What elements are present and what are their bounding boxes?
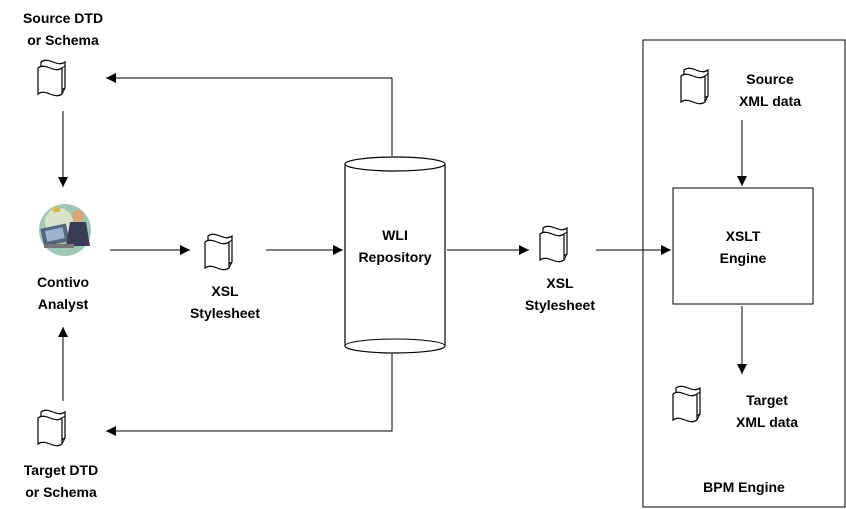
- contivo-analyst-label: Contivo Analyst: [36, 274, 90, 312]
- xslt-engine-label: XSLT Engine: [719, 228, 767, 266]
- bpm-engine-box: [642, 39, 846, 508]
- arrow-repository-to-source-dtd: [106, 73, 393, 156]
- source-xml-label: Source XML data: [739, 71, 801, 109]
- contivo-analyst-icon: [39, 204, 91, 256]
- repository-label: WLI Repository: [358, 227, 432, 265]
- target-dtd-label: Target DTD or Schema: [23, 462, 99, 500]
- wli-repository-cylinder: [344, 156, 446, 354]
- target-xml-label: Target XML data: [736, 392, 798, 430]
- target-dtd-document-icon: [37, 409, 66, 447]
- xsl-stylesheet-1-document-icon: [204, 233, 233, 271]
- bpm-engine-label: BPM Engine: [703, 479, 785, 495]
- target-xml-document-icon: [672, 385, 701, 423]
- source-dtd-document-icon: [37, 59, 66, 97]
- xsl-stylesheet-1-label: XSL Stylesheet: [189, 283, 261, 321]
- xslt-engine-box: [672, 187, 814, 305]
- xsl-stylesheet-2-document-icon: [539, 225, 568, 263]
- source-dtd-label: Source DTD or Schema: [22, 10, 104, 48]
- source-xml-document-icon: [680, 67, 709, 105]
- arrow-repository-to-target-dtd: [106, 354, 393, 436]
- xsl-stylesheet-2-label: XSL Stylesheet: [524, 275, 596, 313]
